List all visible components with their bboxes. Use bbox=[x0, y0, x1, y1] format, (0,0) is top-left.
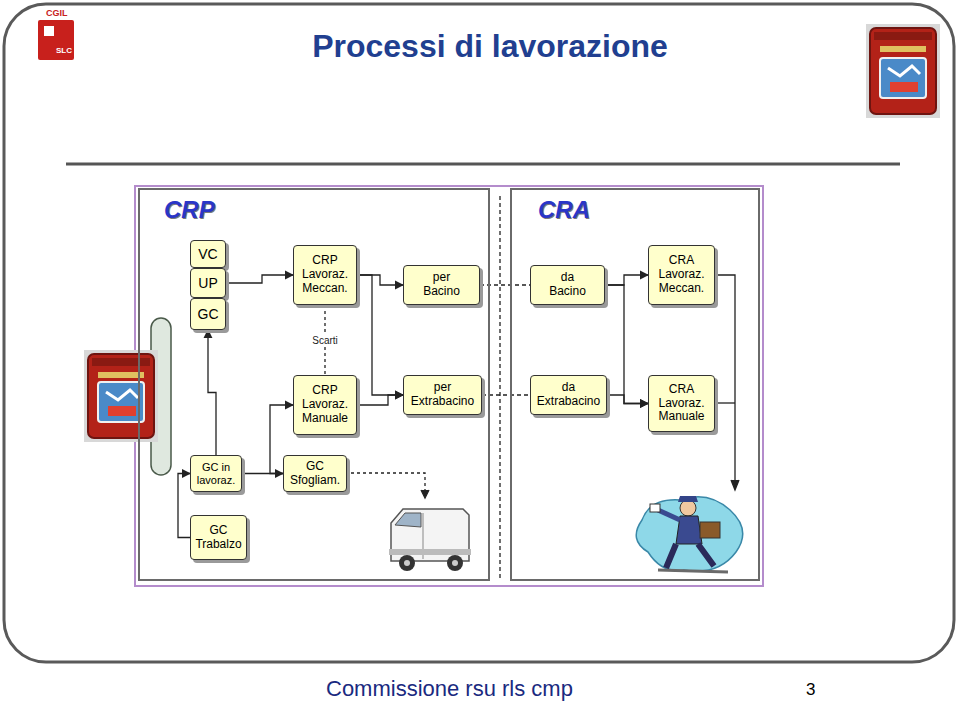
flow-connector bbox=[480, 284, 530, 285]
box-text: da Extrabacino bbox=[534, 381, 603, 409]
process-box: da Extrabacino bbox=[530, 375, 607, 415]
cgil-logo bbox=[38, 20, 74, 60]
process-box: GC Sfogliam. bbox=[283, 455, 347, 492]
logo-text: SLC bbox=[56, 46, 72, 55]
box-text: CRP Lavoraz. Meccan. bbox=[297, 254, 353, 295]
box-text: per Extrabacino bbox=[408, 381, 478, 409]
flow-connector bbox=[605, 285, 648, 404]
process-box: VC bbox=[190, 240, 226, 268]
box-text: CRA Lavoraz. Manuale bbox=[653, 383, 711, 424]
box-text: VC bbox=[198, 246, 217, 262]
process-box: CRA Lavoraz. Meccan. bbox=[648, 245, 715, 305]
footer-caption: Commissione rsu rls cmp bbox=[326, 676, 573, 702]
mailbox-icon bbox=[84, 350, 158, 442]
flow-connector bbox=[178, 474, 190, 538]
box-text: per Bacino bbox=[417, 271, 467, 299]
process-box: GC Trabalzo bbox=[190, 515, 247, 560]
van-picture bbox=[389, 509, 471, 571]
box-text: UP bbox=[198, 275, 217, 291]
box-text: GC Sfogliam. bbox=[287, 460, 343, 488]
process-box: UP bbox=[190, 268, 226, 298]
box-text: GC bbox=[198, 306, 219, 322]
layout-wires bbox=[345, 196, 739, 580]
flow-connector bbox=[605, 275, 648, 285]
postman-picture bbox=[636, 496, 743, 572]
flow-connector bbox=[357, 395, 403, 405]
region-panel: CRP VC UP GC CRP Lavoraz. Meccan. per BacinoC… bbox=[138, 188, 490, 581]
mailbox-icon bbox=[866, 24, 940, 118]
process-box: CRP Lavoraz. Meccan. bbox=[293, 245, 357, 305]
process-box: GC bbox=[190, 298, 226, 330]
region-panel: CRA da Bacino CRA Lavoraz. Meccan. da Extra… bbox=[510, 188, 760, 581]
flow-connector bbox=[357, 275, 403, 395]
connector-label: Scarti bbox=[310, 335, 340, 346]
box-text: da Bacino bbox=[543, 271, 593, 299]
box-text: GC in lavoraz. bbox=[194, 461, 238, 486]
process-box: da Bacino bbox=[530, 265, 605, 305]
box-text: GC Trabalzo bbox=[194, 524, 243, 552]
flow-connector bbox=[607, 395, 648, 404]
process-box: CRP Lavoraz. Manuale bbox=[293, 375, 357, 435]
flow-connector bbox=[357, 275, 403, 285]
flow-connector bbox=[242, 473, 283, 474]
process-box: CRA Lavoraz. Manuale bbox=[648, 375, 715, 432]
slide-title: Processi di lavorazione bbox=[0, 28, 960, 65]
region-heading: CRP bbox=[164, 196, 215, 224]
header-rule bbox=[66, 163, 900, 166]
page-frame bbox=[4, 4, 954, 662]
region-heading: CRA bbox=[538, 196, 590, 224]
diagram-frame bbox=[135, 186, 763, 586]
process-box: per Extrabacino bbox=[403, 375, 482, 415]
logo-text: CGIL bbox=[46, 8, 68, 18]
process-box: per Bacino bbox=[403, 265, 480, 305]
flow-connector bbox=[208, 330, 216, 455]
page-number: 3 bbox=[806, 680, 815, 700]
box-text: CRA Lavoraz. Meccan. bbox=[653, 254, 711, 295]
flow-connector bbox=[226, 275, 293, 283]
process-box: GC in lavoraz. bbox=[190, 455, 242, 492]
box-text: CRP Lavoraz. Manuale bbox=[297, 384, 353, 425]
